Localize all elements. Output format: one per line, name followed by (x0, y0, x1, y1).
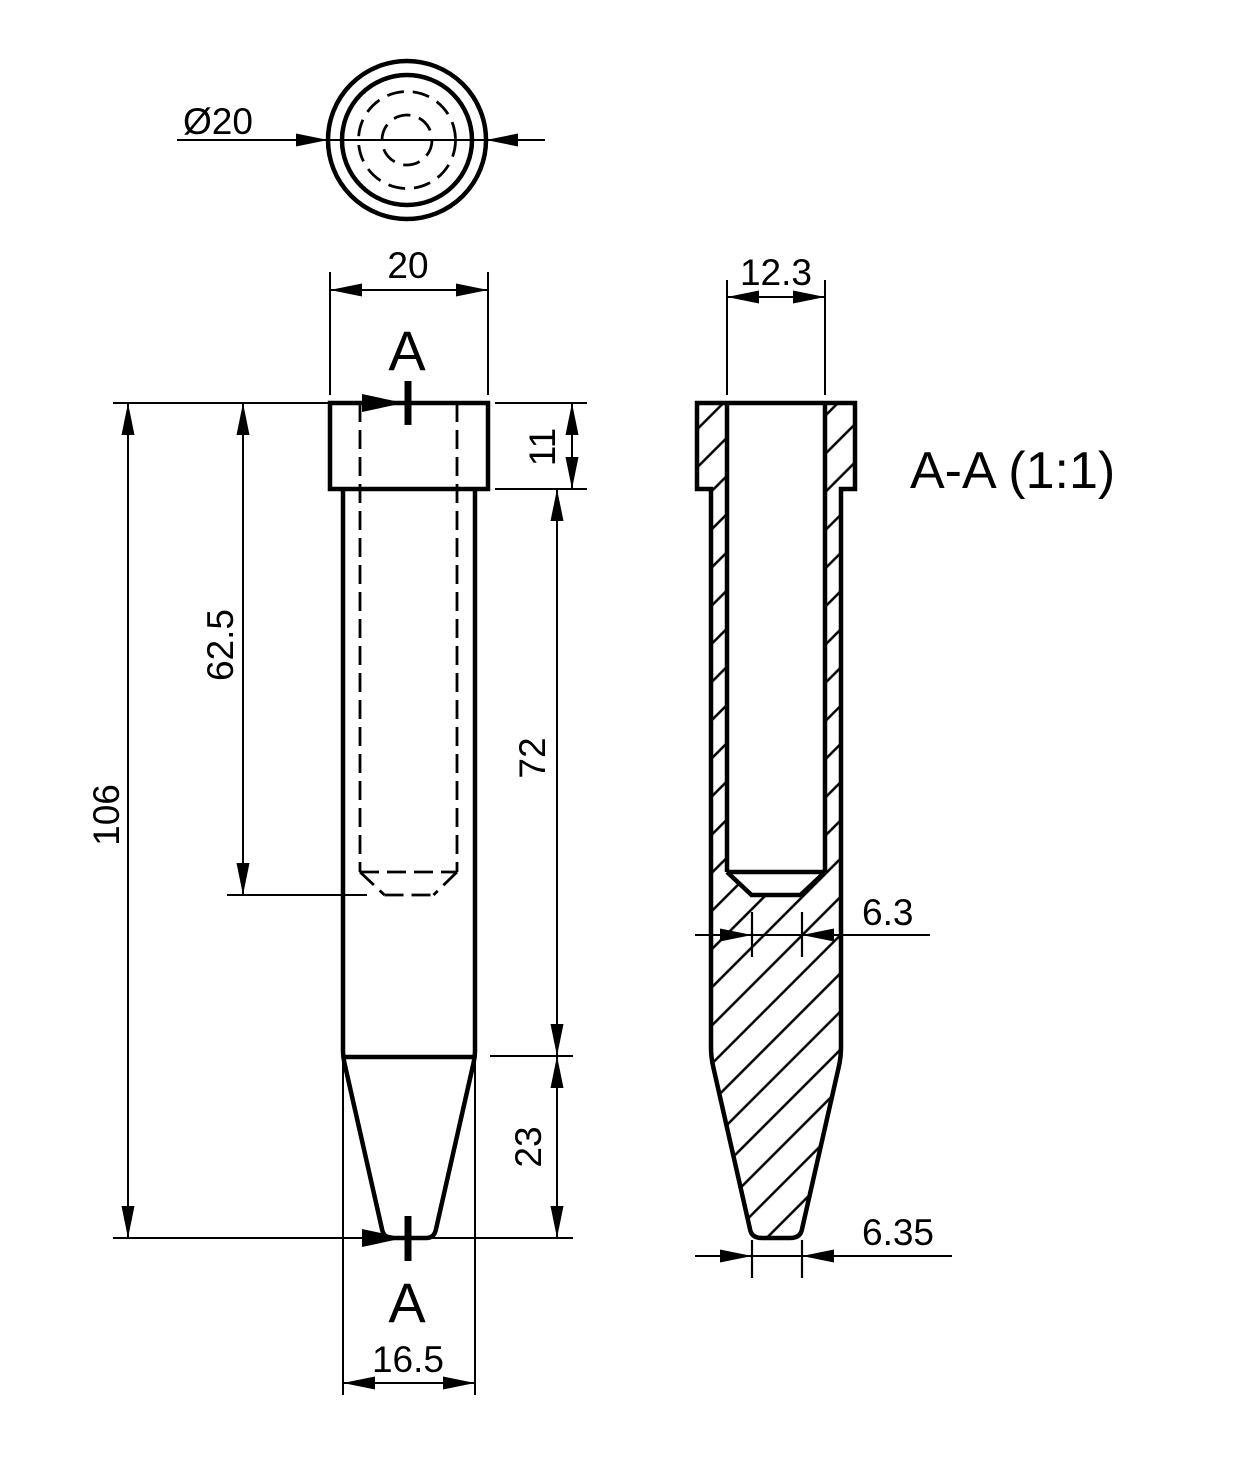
dim-diameter-20-label: Ø20 (183, 101, 253, 142)
section-hatch-area (697, 403, 855, 1238)
section-label-top: A (388, 319, 426, 382)
dim-overall-106-label: 106 (86, 784, 127, 846)
dim-bore-12-3: 12.3 (726, 252, 826, 395)
front-view: 20 A A 11 (86, 245, 587, 1395)
dim-cavity-floor-6-3: 6.3 (695, 892, 930, 957)
dim-cavity-62-5-label: 62.5 (200, 609, 241, 681)
dim-body-16-5-label: 16.5 (372, 1339, 444, 1380)
section-label-bottom: A (388, 1271, 426, 1334)
extension-lines (113, 402, 587, 1395)
dim-flange-11: 11 (522, 403, 579, 489)
section-title: A-A (1:1) (910, 442, 1115, 500)
dim-cavity-62-5: 62.5 (200, 403, 250, 895)
dim-diameter-20: Ø20 (177, 101, 545, 147)
dim-tip-flat-6-35-label: 6.35 (862, 1212, 934, 1253)
dim-overall-106: 106 (86, 403, 135, 1238)
section-outline (694, 400, 858, 1241)
dim-tip-flat-6-35: 6.35 (695, 1212, 952, 1278)
dim-flange-11-label: 11 (522, 428, 563, 466)
top-view: Ø20 (177, 58, 545, 222)
dim-cavity-floor-6-3-label: 6.3 (862, 892, 913, 933)
section-view: A-A (1:1) 12.3 6.3 6.35 (694, 252, 1115, 1278)
dim-body-72: 72 (512, 489, 564, 1056)
dim-tip-23-label: 23 (508, 1126, 549, 1167)
dim-tip-23: 23 (508, 1056, 564, 1238)
front-view-hidden-cavity (358, 403, 459, 897)
section-cut-marks: A A (362, 319, 426, 1334)
front-view-outline (327, 400, 491, 1241)
dim-width-20-label: 20 (387, 245, 428, 286)
dim-width-20: 20 (329, 245, 489, 395)
dim-body-16-5: 16.5 (343, 1339, 475, 1390)
dim-bore-12-3-label: 12.3 (740, 252, 812, 293)
dim-body-72-label: 72 (512, 737, 553, 778)
